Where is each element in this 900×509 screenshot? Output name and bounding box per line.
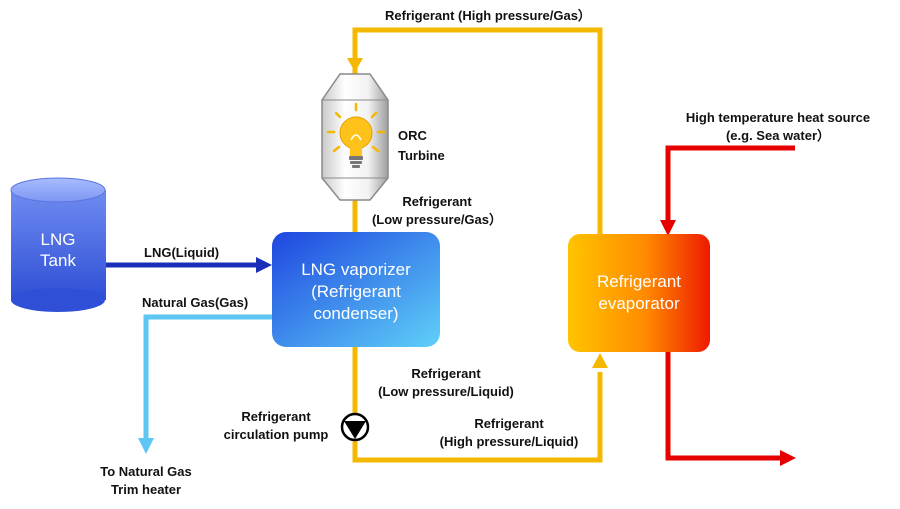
arrow-down-to-turbine [347, 58, 363, 72]
arrow-up-to-evaporator [592, 353, 608, 368]
vaporizer-label-line3: condenser) [313, 304, 398, 323]
evaporator-label-line1: Refrigerant [597, 272, 681, 291]
label-heat-source-1: High temperature heat source [686, 110, 870, 125]
lng-vaporizer-box: LNG vaporizer (Refrigerant condenser) [272, 232, 440, 347]
refrigerant-evaporator-box: Refrigerant evaporator [568, 234, 710, 352]
label-pump-line2: circulation pump [224, 427, 329, 442]
tank-label-line2: Tank [40, 251, 76, 270]
label-pump-line1: Refrigerant [241, 409, 311, 424]
label-natural-gas: Natural Gas(Gas) [142, 295, 248, 310]
arrow-outlet [780, 450, 796, 466]
lightbulb-icon [326, 102, 386, 168]
low-pressure-liquid-line [352, 347, 603, 463]
heat-source-inlet-line [665, 145, 795, 222]
orc-turbine [321, 73, 389, 201]
label-turbine-line1: ORC [398, 128, 428, 143]
arrow-into-vaporizer [256, 257, 272, 273]
heat-source-outlet-line [665, 352, 782, 461]
lng-tank: LNG Tank [10, 177, 106, 312]
label-refrigerant-high-liquid-1: Refrigerant [474, 416, 544, 431]
label-turbine-line2: Turbine [398, 148, 445, 163]
circulation-pump-icon [340, 412, 370, 442]
tank-label-line1: LNG [41, 230, 76, 249]
arrow-to-trim-heater [138, 438, 154, 454]
label-refrigerant-low-liquid-2: (Low pressure/Liquid) [378, 384, 514, 399]
evaporator-label-line2: evaporator [598, 294, 680, 313]
refrigerant-loop [352, 27, 603, 463]
label-refrigerant-low-gas-2: (Low pressure/Gas） [372, 212, 502, 227]
arrow-into-evaporator [660, 220, 676, 236]
label-lng-liquid: LNG(Liquid) [144, 245, 219, 260]
label-to-natural-gas-1: To Natural Gas [100, 464, 192, 479]
label-refrigerant-low-gas-1: Refrigerant [402, 194, 472, 209]
vaporizer-label-line2: (Refrigerant [311, 282, 401, 301]
high-pressure-gas-line [352, 27, 603, 234]
label-refrigerant-low-liquid-1: Refrigerant [411, 366, 481, 381]
label-refrigerant-high-liquid-2: (High pressure/Liquid) [440, 434, 579, 449]
label-heat-source-2: (e.g. Sea water） [726, 128, 830, 143]
label-refrigerant-high-gas: Refrigerant (High pressure/Gas） [385, 8, 591, 23]
natural-gas-line [143, 314, 272, 440]
label-to-natural-gas-2: Trim heater [111, 482, 181, 497]
vaporizer-label-line1: LNG vaporizer [301, 260, 411, 279]
